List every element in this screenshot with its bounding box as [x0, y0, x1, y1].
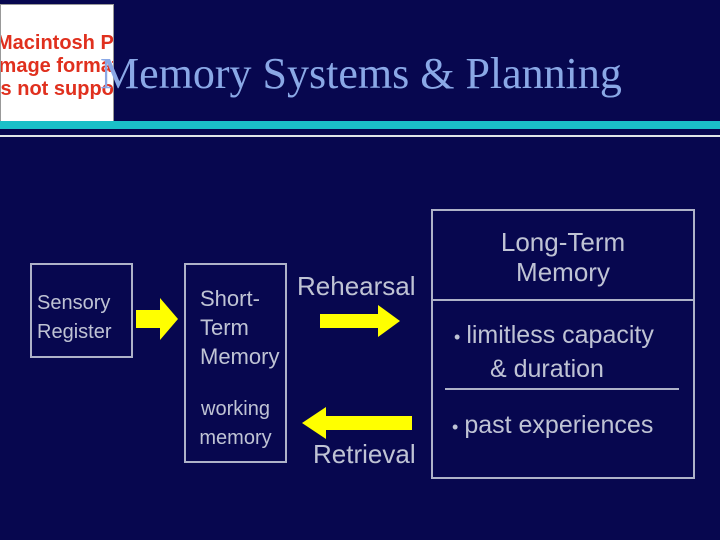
long-term-title-line-1: Long-Term [500, 227, 626, 257]
retrieval-label: Retrieval [313, 439, 416, 469]
short-term-line-2: Term [200, 315, 249, 340]
short-term-line-1: Short- [200, 286, 260, 311]
sensory-register-label: Sensory Register [37, 289, 111, 347]
long-term-memory-box: Long-Term Memory •limitless capacity & d… [431, 209, 695, 479]
working-line-1: working [201, 398, 270, 420]
sensory-line-1: Sensory [37, 292, 111, 314]
slide-title: Memory Systems & Planning [100, 49, 622, 98]
sensory-line-2: Register [37, 321, 112, 343]
placeholder-line-2: image format [0, 55, 114, 77]
right-arrow-icon [320, 305, 400, 337]
short-term-line-3: Memory [200, 344, 280, 369]
bullet-dot: • [454, 327, 461, 347]
long-term-divider-top [433, 299, 693, 301]
rehearsal-label: Rehearsal [297, 271, 416, 301]
placeholder-line-1: Macintosh PICT [0, 32, 114, 54]
short-term-memory-box: Short- Term Memory working memory [184, 263, 287, 463]
title-thin-rule [0, 135, 720, 137]
bullet-limitless-capacity: •limitless capacity & duration [454, 319, 654, 385]
working-memory-label: working memory [186, 395, 285, 453]
right-arrow-icon [136, 298, 178, 340]
long-term-divider-bottom [445, 388, 679, 390]
bullet-dot: • [452, 417, 459, 437]
bullet-1-line-2: & duration [490, 355, 604, 383]
long-term-title-line-2: Memory [516, 257, 610, 287]
left-arrow-icon [302, 407, 412, 439]
bullet-1-line-1: limitless capacity [466, 321, 654, 349]
sensory-register-box: Sensory Register [30, 263, 133, 358]
bullet-past-experiences: •past experiences [452, 409, 653, 443]
placeholder-line-3: is not supported [0, 78, 114, 100]
unsupported-image-placeholder: Macintosh PICT image format is not suppo… [0, 4, 114, 128]
short-term-memory-label: Short- Term Memory [200, 284, 279, 371]
bullet-2-text: past experiences [464, 411, 654, 439]
title-underline [0, 121, 720, 129]
working-line-2: memory [199, 427, 272, 449]
long-term-memory-title: Long-Term Memory [433, 227, 693, 287]
